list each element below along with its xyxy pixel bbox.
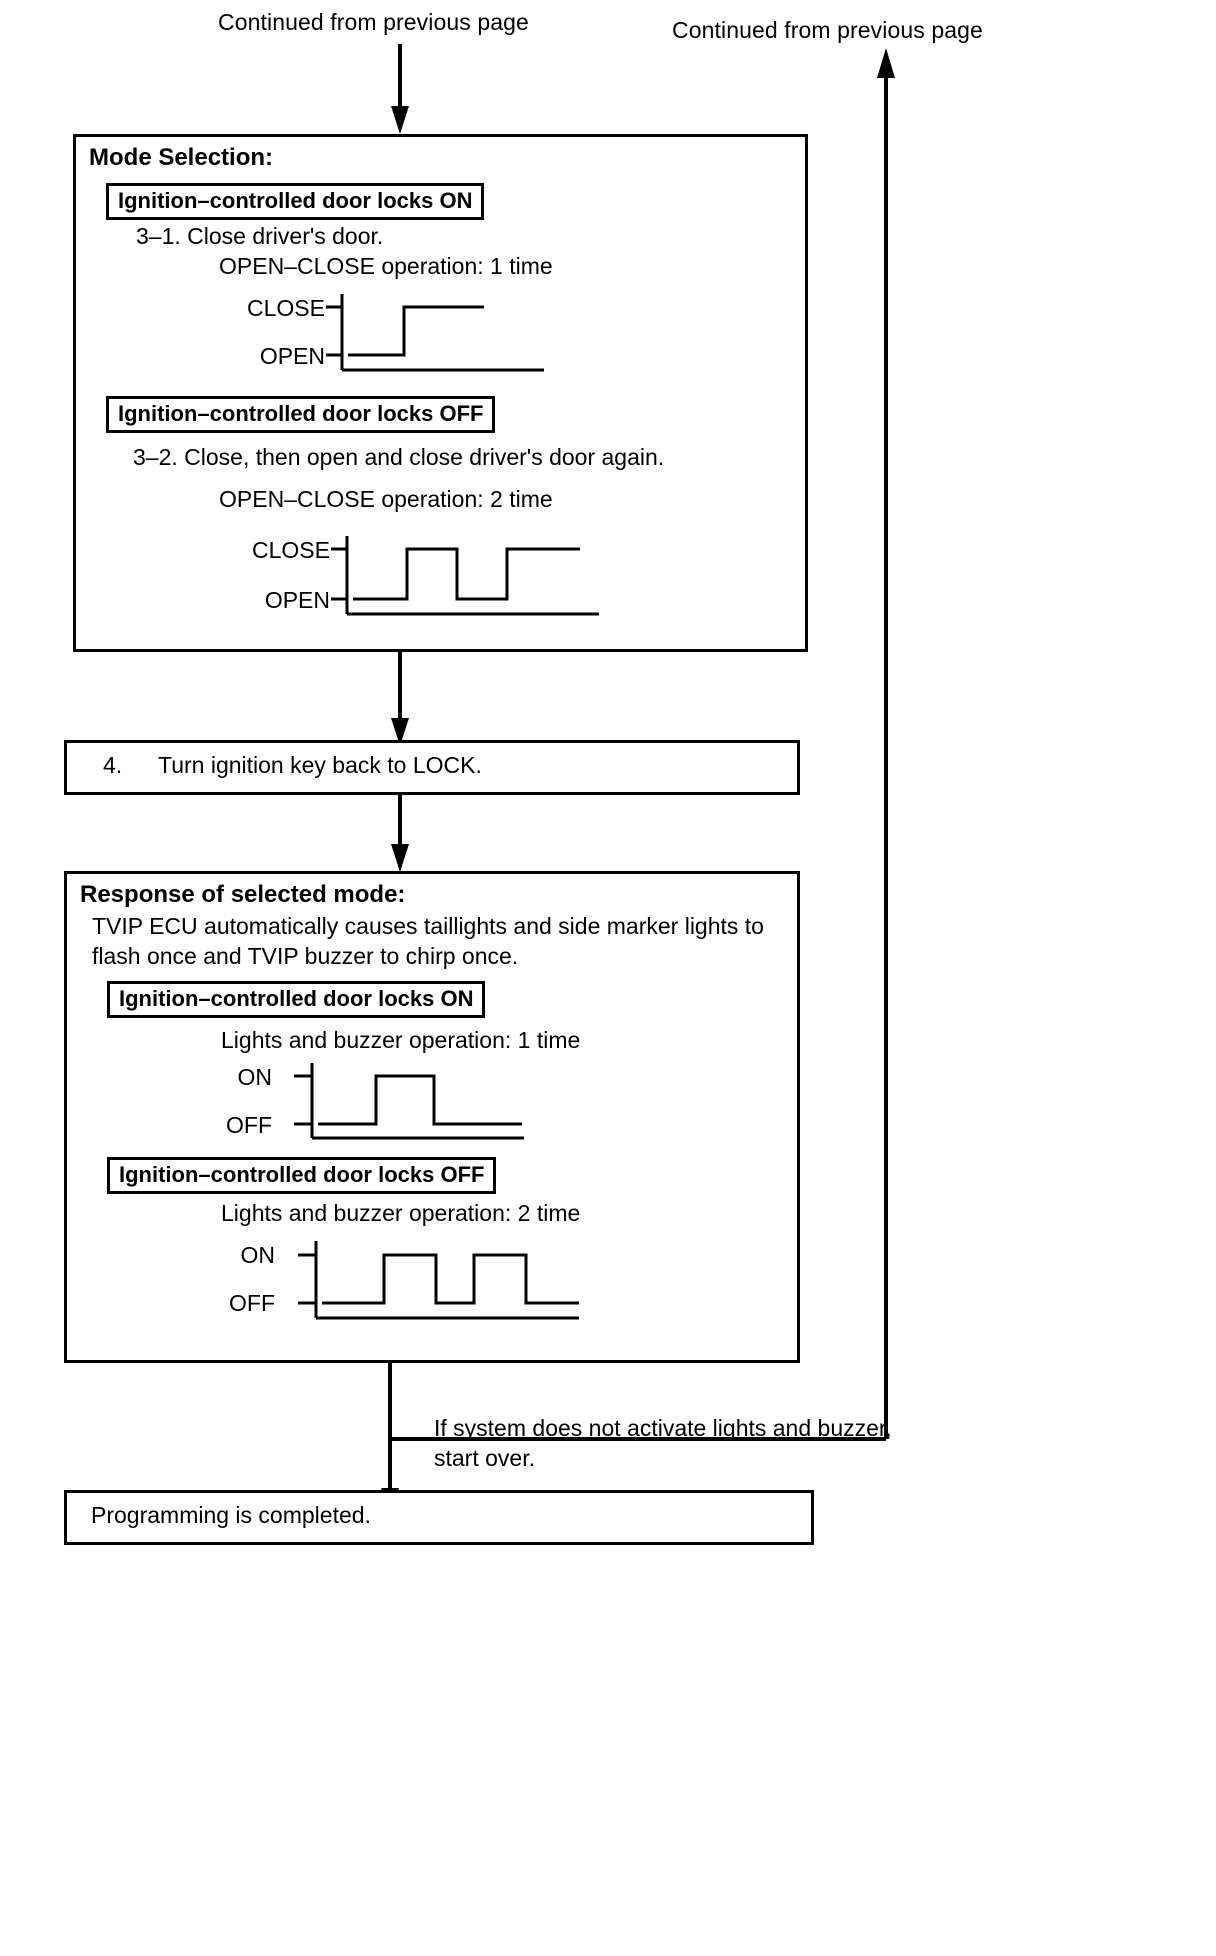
waveform-2-high-label: CLOSE bbox=[252, 537, 330, 563]
mode-tag-ignition-door-locks-on-2: Ignition–controlled door locks ON bbox=[107, 981, 486, 1019]
mode-tag-ignition-door-locks-on-1: Ignition–controlled door locks ON bbox=[106, 183, 485, 221]
waveform-3-high-label: ON bbox=[237, 1064, 273, 1090]
operation-caption-lights-buzzer-2: Lights and buzzer operation: 2 time bbox=[221, 1200, 581, 1226]
programming-completed-text: Programming is completed. bbox=[91, 1502, 371, 1528]
operation-caption-open-close-1: OPEN–CLOSE operation: 1 time bbox=[219, 253, 553, 279]
waveform-lights-buzzer-2-time bbox=[298, 1241, 579, 1320]
operation-caption-lights-buzzer-1: Lights and buzzer operation: 1 time bbox=[221, 1027, 581, 1053]
mode-tag-ignition-door-locks-off-1: Ignition–controlled door locks OFF bbox=[106, 396, 496, 434]
step-4-text: Turn ignition key back to LOCK. bbox=[158, 752, 482, 778]
mode-selection-title: Mode Selection: bbox=[89, 144, 274, 171]
waveform-open-close-2-time bbox=[331, 536, 599, 616]
waveform-open-close-1-time bbox=[326, 294, 544, 372]
step-4-box bbox=[64, 740, 800, 795]
waveform-lights-buzzer-1-time bbox=[294, 1063, 524, 1140]
response-title: Response of selected mode: bbox=[80, 881, 406, 908]
waveform-1-low-label: OPEN bbox=[259, 343, 325, 369]
mode-selection-box bbox=[73, 134, 808, 652]
programming-completed-box bbox=[64, 1490, 814, 1545]
step-4-number: 4. bbox=[103, 752, 123, 778]
response-of-selected-mode-box bbox=[64, 871, 800, 1363]
waveform-4-high-label: ON bbox=[240, 1242, 276, 1268]
waveform-1-high-label: CLOSE bbox=[247, 295, 325, 321]
step-3-2-text: 3–2. Close, then open and close driver's… bbox=[133, 444, 665, 470]
arrow-down-into-mode-selection bbox=[391, 44, 409, 134]
continued-from-previous-page-label-right: Continued from previous page bbox=[672, 17, 983, 43]
continued-from-previous-page-label-left: Continued from previous page bbox=[218, 9, 529, 35]
retry-note-line-1: If system does not activate lights and b… bbox=[434, 1415, 892, 1441]
mode-tag-ignition-door-locks-off-2: Ignition–controlled door locks OFF bbox=[107, 1157, 497, 1195]
arrow-down-to-step-4 bbox=[391, 652, 409, 746]
step-3-1-text: 3–1. Close driver's door. bbox=[136, 223, 384, 249]
response-description-line-2: flash once and TVIP buzzer to chirp once… bbox=[92, 943, 519, 969]
retry-note-line-2: start over. bbox=[434, 1445, 535, 1471]
operation-caption-open-close-2: OPEN–CLOSE operation: 2 time bbox=[219, 486, 553, 512]
response-description-line-1: TVIP ECU automatically causes taillights… bbox=[92, 913, 764, 939]
arrow-up-to-previous-page bbox=[877, 48, 895, 138]
waveform-2-low-label: OPEN bbox=[264, 587, 330, 613]
waveform-3-low-label: OFF bbox=[226, 1112, 272, 1138]
waveform-4-low-label: OFF bbox=[229, 1290, 275, 1316]
arrow-down-to-response bbox=[391, 795, 409, 872]
